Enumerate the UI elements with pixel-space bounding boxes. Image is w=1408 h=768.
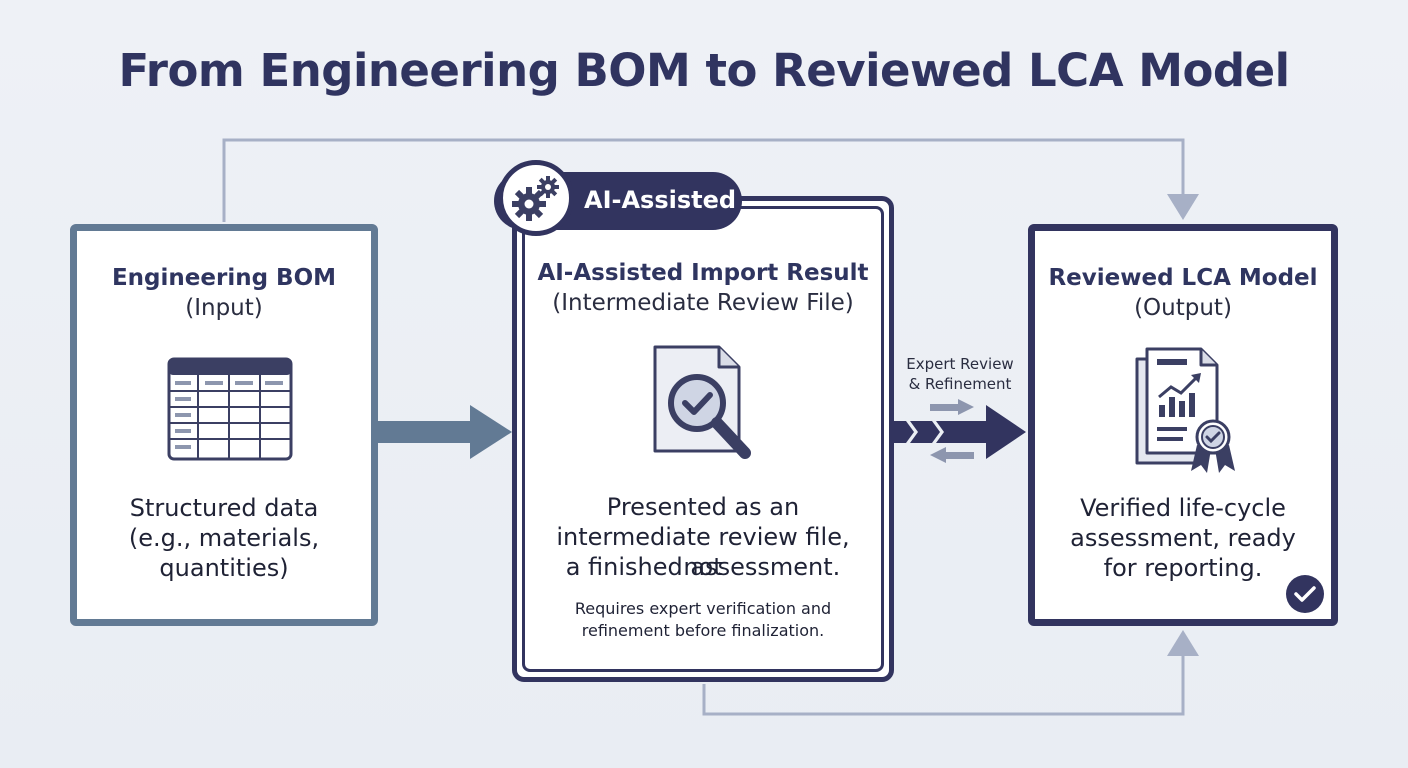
diagram-title: From Engineering BOM to Reviewed LCA Mod…: [118, 44, 1290, 97]
output-description-line-2: assessment, ready: [1070, 524, 1296, 552]
output-title: Reviewed LCA Model: [1048, 265, 1318, 291]
top-connector-line: [222, 138, 1185, 222]
expert-review-label: Expert Review & Refinement: [900, 354, 1020, 394]
gears-icon-holder: [498, 160, 574, 236]
ai-import-box: AI-Assisted Import Result (Intermediate …: [522, 206, 884, 672]
input-title: Engineering BOM: [111, 265, 337, 291]
ai-import-description-line-2: intermediate review file, not: [556, 523, 850, 581]
bottom-connector-arrowhead: [1167, 630, 1199, 656]
ai-import-note-line-1: Requires expert verification and: [574, 599, 832, 618]
output-box: Reviewed LCA Model (Output) Verified lif…: [1028, 224, 1338, 626]
bottom-connector-line: [702, 654, 1185, 716]
input-description-line-2: (e.g., materials,: [128, 524, 320, 552]
ai-import-description-line-1: Presented as an: [606, 493, 800, 521]
output-subtitle: (Output): [1134, 295, 1232, 321]
input-to-ai-arrow: [378, 405, 512, 459]
ai-import-note-line-2: refinement before finalization.: [581, 621, 825, 640]
report-chart-award-icon: [1135, 347, 1235, 473]
output-description-line-3: for reporting.: [1103, 554, 1263, 582]
table-icon: [167, 357, 293, 461]
output-description-line-1: Verified life-cycle: [1080, 494, 1286, 522]
expert-review-label-line-2: & Refinement: [908, 375, 1012, 393]
gears-icon: [512, 176, 559, 221]
ai-import-subtitle: (Intermediate Review File): [552, 290, 854, 316]
expert-review-label-line-1: Expert Review: [906, 355, 1014, 373]
ai-import-title: AI-Assisted Import Result: [537, 260, 869, 286]
top-connector-arrowhead: [1167, 194, 1199, 220]
input-description-line-1: Structured data: [129, 494, 319, 522]
check-circle-icon: [1286, 575, 1324, 613]
ai-import-description-line-3: a finished assessment.: [565, 553, 841, 581]
document-magnifier-check-icon: [653, 345, 751, 459]
ai-to-output-arrow: [884, 405, 1026, 459]
refinement-forward-arrow: [930, 399, 974, 415]
refinement-back-arrow: [930, 447, 974, 463]
input-box: Engineering BOM (Input) Structured data …: [70, 224, 378, 626]
input-subtitle: (Input): [185, 295, 263, 321]
input-description-line-3: quantities): [159, 554, 289, 582]
ai-assisted-badge-label: AI-Assisted: [584, 186, 737, 214]
